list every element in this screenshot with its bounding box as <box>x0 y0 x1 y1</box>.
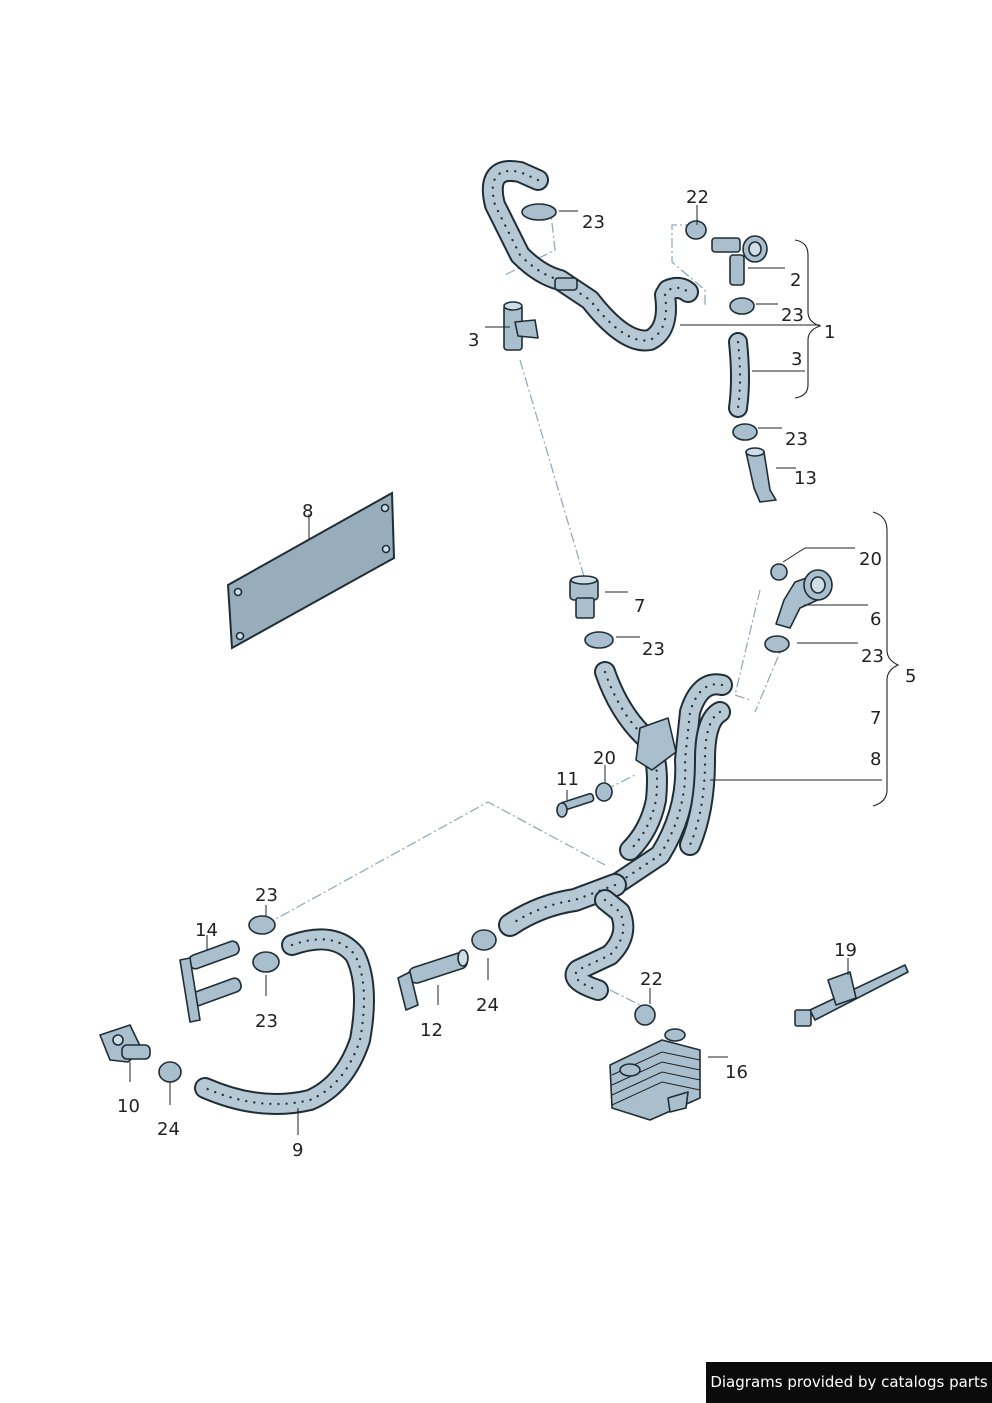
t-piece-2 <box>711 235 768 286</box>
callout-3-left: 3 <box>468 330 479 351</box>
callout-23-lower-left-top: 23 <box>255 885 278 906</box>
callout-12: 12 <box>420 1020 443 1041</box>
callout-22-top: 22 <box>686 187 709 208</box>
leader-lines <box>129 205 882 1135</box>
callout-23-center: 23 <box>642 639 665 660</box>
credit-banner: Diagrams provided by catalogs parts <box>706 1362 992 1403</box>
callout-20-right: 20 <box>859 549 882 570</box>
hoses <box>194 160 750 1115</box>
callout-6: 6 <box>870 609 881 630</box>
callout-23-right: 23 <box>781 305 804 326</box>
callout-10: 10 <box>117 1096 140 1117</box>
callout-16: 16 <box>725 1062 748 1083</box>
callout-8-plate: 8 <box>302 501 313 522</box>
callout-14: 14 <box>195 920 218 941</box>
callout-19: 19 <box>834 940 857 961</box>
bleed-screw-11 <box>556 792 595 818</box>
callout-2: 2 <box>790 270 801 291</box>
callout-8-right: 8 <box>870 749 881 770</box>
callout-23-lower-right: 23 <box>861 646 884 667</box>
callout-7-right: 7 <box>870 708 881 729</box>
elbow-connector-6 <box>775 569 833 629</box>
callout-24-center: 24 <box>476 995 499 1016</box>
callout-numbers: 23 22 2 23 1 3 3 23 13 8 20 7 6 23 23 5 … <box>117 187 916 1161</box>
fitting-10 <box>99 1024 151 1063</box>
callout-20-center: 20 <box>593 748 616 769</box>
plate-8 <box>226 491 396 650</box>
callout-3-right: 3 <box>791 349 802 370</box>
callout-1: 1 <box>824 322 835 343</box>
callout-24-left: 24 <box>157 1119 180 1140</box>
callout-7-center: 7 <box>634 596 645 617</box>
cable-tie-19 <box>794 964 909 1027</box>
parts <box>99 203 909 1121</box>
oil-cooler-16 <box>609 1028 701 1121</box>
hose-clamps <box>158 203 790 1083</box>
callout-23-mid: 23 <box>785 429 808 450</box>
callout-11: 11 <box>556 769 579 790</box>
callout-23-lower-left-bottom: 23 <box>255 1011 278 1032</box>
credit-text: Diagrams provided by catalogs parts <box>710 1373 988 1391</box>
pipes-14 <box>179 940 242 1023</box>
connector-7 <box>569 575 599 619</box>
callout-13: 13 <box>794 468 817 489</box>
callout-5: 5 <box>905 666 916 687</box>
callout-23-top: 23 <box>582 212 605 233</box>
braces <box>794 239 900 807</box>
hose-junction-body <box>635 717 677 771</box>
callout-9: 9 <box>292 1140 303 1161</box>
connector-3-left <box>503 301 539 351</box>
pipe-12 <box>397 949 469 1011</box>
callout-22-lower: 22 <box>640 969 663 990</box>
connector-13 <box>745 447 777 503</box>
